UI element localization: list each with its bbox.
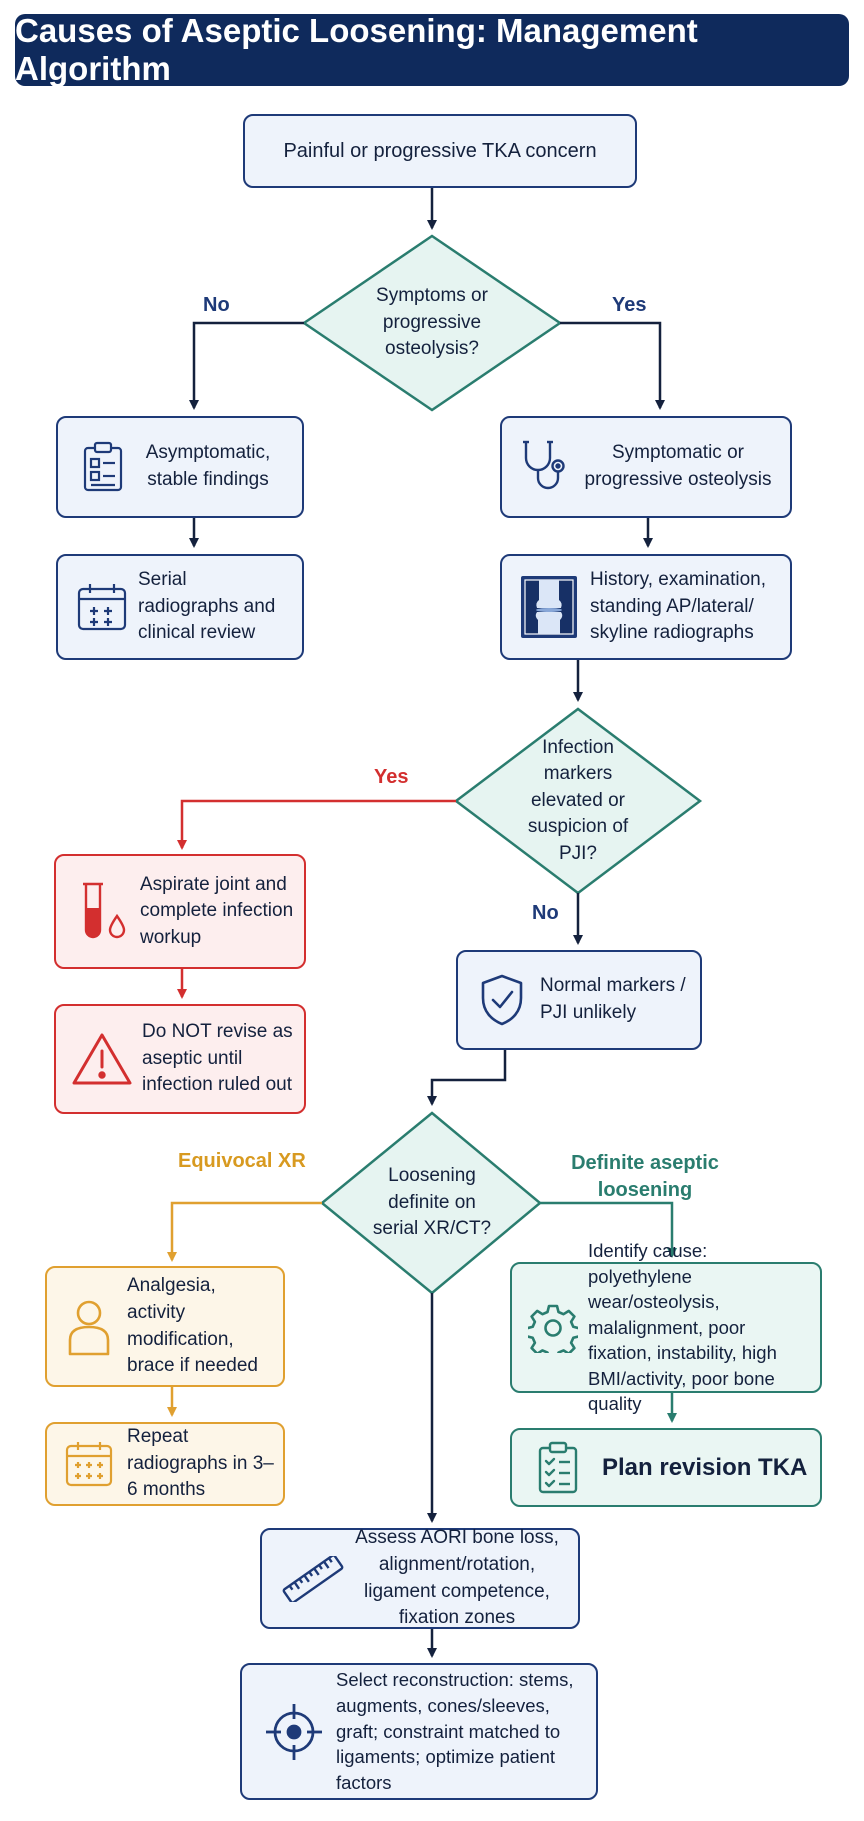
aspirate-text: Aspirate joint and complete infection wo…	[140, 873, 294, 948]
target-icon	[256, 1701, 332, 1763]
asymptomatic-node: Asymptomatic, stable findings	[56, 416, 304, 518]
history-exam-text: History, examination, standing AP/latera…	[590, 569, 766, 644]
symptomatic-node: Symptomatic or progressive osteolysis	[500, 416, 792, 518]
calendar-icon	[74, 582, 130, 632]
arrow-normal-to-decision3	[427, 1049, 507, 1106]
aspirate-node: Aspirate joint and complete infection wo…	[54, 854, 306, 969]
decision3-text: Loosening definite on serial XR/CT?	[372, 1165, 492, 1240]
decision2-yes-label: Yes	[374, 766, 409, 788]
normal-markers-text: Normal markers / PJI unlikely	[540, 975, 686, 1023]
identify-cause-text: Identify cause: polyethylene wear/osteol…	[588, 1240, 777, 1415]
stethoscope-icon	[516, 438, 576, 496]
decision1-no-label: No	[203, 294, 230, 316]
history-exam-node: History, examination, standing AP/latera…	[500, 554, 792, 660]
calendar-icon	[61, 1440, 117, 1488]
arrow-decision2-yes	[177, 799, 456, 850]
repeat-radiographs-text: Repeat radiographs in 3–6 months	[127, 1426, 274, 1501]
do-not-revise-node: Do NOT revise as aseptic until infection…	[54, 1004, 306, 1114]
person-icon	[61, 1298, 117, 1356]
symptomatic-text: Symptomatic or progressive osteolysis	[584, 442, 772, 490]
start-node: Painful or progressive TKA concern	[243, 114, 637, 188]
identify-cause-node: Identify cause: polyethylene wear/osteol…	[510, 1240, 822, 1414]
start-node-text: Painful or progressive TKA concern	[283, 140, 597, 162]
assess-aori-text: Assess AORI bone loss, alignment/rotatio…	[355, 1527, 559, 1629]
assess-aori-node: Assess AORI bone loss, alignment/rotatio…	[260, 1527, 580, 1629]
title-banner: Causes of Aseptic Loosening: Management …	[15, 12, 849, 87]
asymptomatic-text: Asymptomatic, stable findings	[145, 442, 271, 490]
shield-check-icon	[472, 973, 532, 1027]
clipboard-icon	[78, 441, 128, 493]
warning-icon	[70, 1031, 134, 1087]
arrow-decision1-yes	[560, 321, 665, 410]
decision3-definite-label: Definite aseptic loosening	[571, 1152, 719, 1201]
knee-xray-icon	[518, 575, 580, 639]
arrow-decision3-definite	[540, 1201, 677, 1258]
decision-diamond-symptoms	[301, 234, 563, 412]
arrow-decision3-equivocal	[167, 1201, 322, 1262]
do-not-revise-text: Do NOT revise as aseptic until infection…	[142, 1021, 293, 1096]
arrow-decision1-no	[189, 321, 304, 410]
checklist-icon	[530, 1441, 586, 1495]
decision1-text: Symptoms or progressive osteolysis?	[376, 285, 488, 360]
decision3-equivocal-label: Equivocal XR	[178, 1150, 306, 1172]
page-title: Causes of Aseptic Loosening: Management …	[15, 12, 698, 87]
serial-radiographs-text: Serial radiographs and clinical review	[138, 569, 276, 644]
plan-revision-node: Plan revision TKA	[510, 1428, 822, 1507]
decision2-text: Infection markers elevated or suspicion …	[527, 736, 629, 864]
gear-icon	[524, 1303, 582, 1353]
analgesia-node: Analgesia, activity modification, brace …	[45, 1266, 285, 1387]
select-reconstruction-text: Select reconstruction: stems, augments, …	[336, 1668, 574, 1794]
select-reconstruction-node: Select reconstruction: stems, augments, …	[240, 1663, 598, 1800]
plan-revision-text: Plan revision TKA	[602, 1453, 808, 1481]
test-tube-icon	[72, 880, 132, 944]
normal-markers-node: Normal markers / PJI unlikely	[456, 950, 702, 1050]
ruler-icon	[278, 1555, 348, 1602]
analgesia-text: Analgesia, activity modification, brace …	[127, 1275, 258, 1377]
repeat-radiographs-node: Repeat radiographs in 3–6 months	[45, 1422, 285, 1506]
decision1-yes-label: Yes	[612, 294, 647, 316]
serial-radiographs-node: Serial radiographs and clinical review	[56, 554, 304, 660]
decision2-no-label: No	[532, 902, 559, 924]
